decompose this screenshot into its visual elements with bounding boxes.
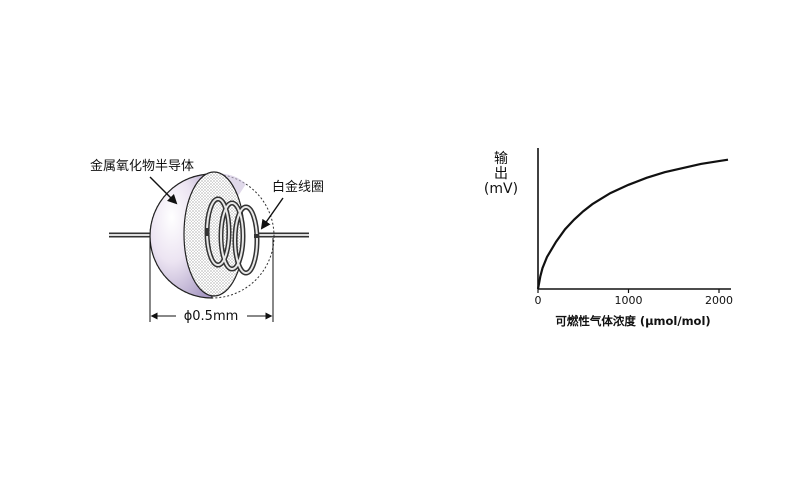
dimension-marker: [149, 238, 274, 322]
label-coil: 白金线圈: [272, 179, 324, 195]
label-semiconductor: 金属氧化物半导体: [90, 158, 194, 174]
sensor-diagram: ϕ0.5mm 金属氧化物半导体 白金线圈: [90, 158, 324, 324]
dimension-label: ϕ0.5mm: [184, 309, 239, 324]
y-axis-unit: (mV): [484, 181, 518, 197]
x-axis-label: 可燃性气体浓度 (μmol/mol): [555, 314, 710, 328]
coil-arrow: [260, 197, 284, 230]
x-ticks: 0 1000 2000: [535, 289, 733, 307]
y-axis-label-line2: 出: [494, 166, 508, 182]
platinum-coil: [204, 196, 260, 276]
x-tick-label: 1000: [615, 294, 643, 307]
response-chart: 输 出 (mV) 0 1000 2000 可燃性气体浓度 (μmol/mol): [484, 148, 733, 328]
x-tick-label: 0: [535, 294, 542, 307]
semiconductor-arrow: [149, 176, 178, 205]
response-curve: [536, 158, 729, 290]
x-tick-label: 2000: [705, 294, 733, 307]
y-axis-label-line1: 输: [494, 151, 508, 167]
